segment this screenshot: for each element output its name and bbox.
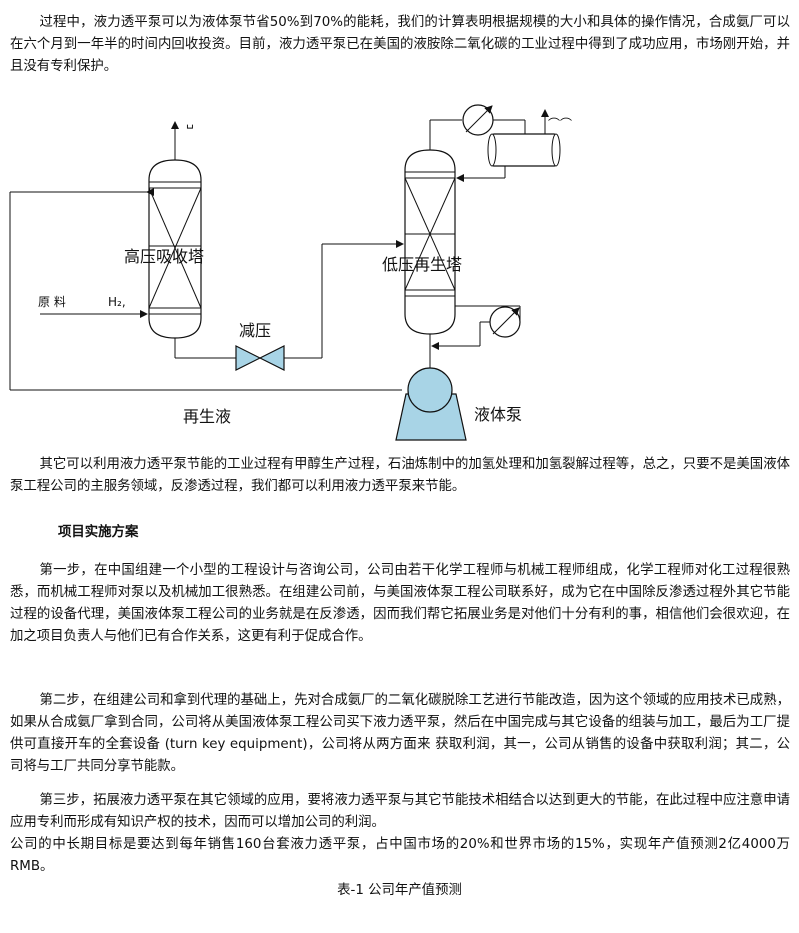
intro-paragraph: 过程中，液力透平泵可以为液体泵节省50%到70%的能耗，我们的计算表明根据规模的… xyxy=(10,15,790,74)
step1-paragraph: 第一步，在中国组建一个小型的工程设计与咨询公司，公司由若干化学工程师与机械工程师… xyxy=(10,563,790,644)
step3-paragraph: 第三步，拓展液力透平泵在其它领域的应用，要将液力透平泵与其它节能技术相结合以达到… xyxy=(10,793,790,830)
pressure-reduction-label: 减压 xyxy=(239,321,271,340)
low-pressure-tower xyxy=(404,149,456,335)
high-pressure-tower-label: 高压吸收塔 xyxy=(124,247,204,266)
h2-label: H₂, xyxy=(108,295,126,309)
goal-paragraph: 公司的中长期目标是要达到每年销售160台套液力透平泵，占中国市场的20%和世界市… xyxy=(10,837,790,874)
raw-material-label: 原 料 xyxy=(38,295,66,309)
top-outlet-mark: ␣ xyxy=(186,115,194,129)
high-pressure-tower xyxy=(148,159,202,339)
process-flow-diagram: 高压吸收塔 ␣ 原 料 H₂, 再生液 减压 低压再生塔 xyxy=(9,104,572,441)
other-uses-paragraph: 其它可以利用液力透平泵节能的工业过程有甲醇生产过程，石油炼制中的加氢处理和加氢裂… xyxy=(10,457,790,494)
liquid-pump xyxy=(395,367,467,441)
step2-paragraph: 第二步，在组建公司和拿到代理的基础上，先对合成氨厂的二氧化碳脱除工艺进行节能改造… xyxy=(10,693,790,774)
low-pressure-tower-label: 低压再生塔 xyxy=(382,255,462,274)
reboiler-exchanger xyxy=(489,306,521,338)
table-caption: 表-1 公司年产值预测 xyxy=(337,883,462,898)
vent-mark: ⌒⌒ xyxy=(548,117,572,131)
reflux-drum xyxy=(487,133,561,167)
condenser-exchanger xyxy=(462,104,494,136)
pressure-reduction-valve xyxy=(235,345,285,371)
liquid-pump-label: 液体泵 xyxy=(474,405,522,424)
regenerated-liquid-label: 再生液 xyxy=(183,407,231,426)
section-title: 项目实施方案 xyxy=(58,525,139,540)
